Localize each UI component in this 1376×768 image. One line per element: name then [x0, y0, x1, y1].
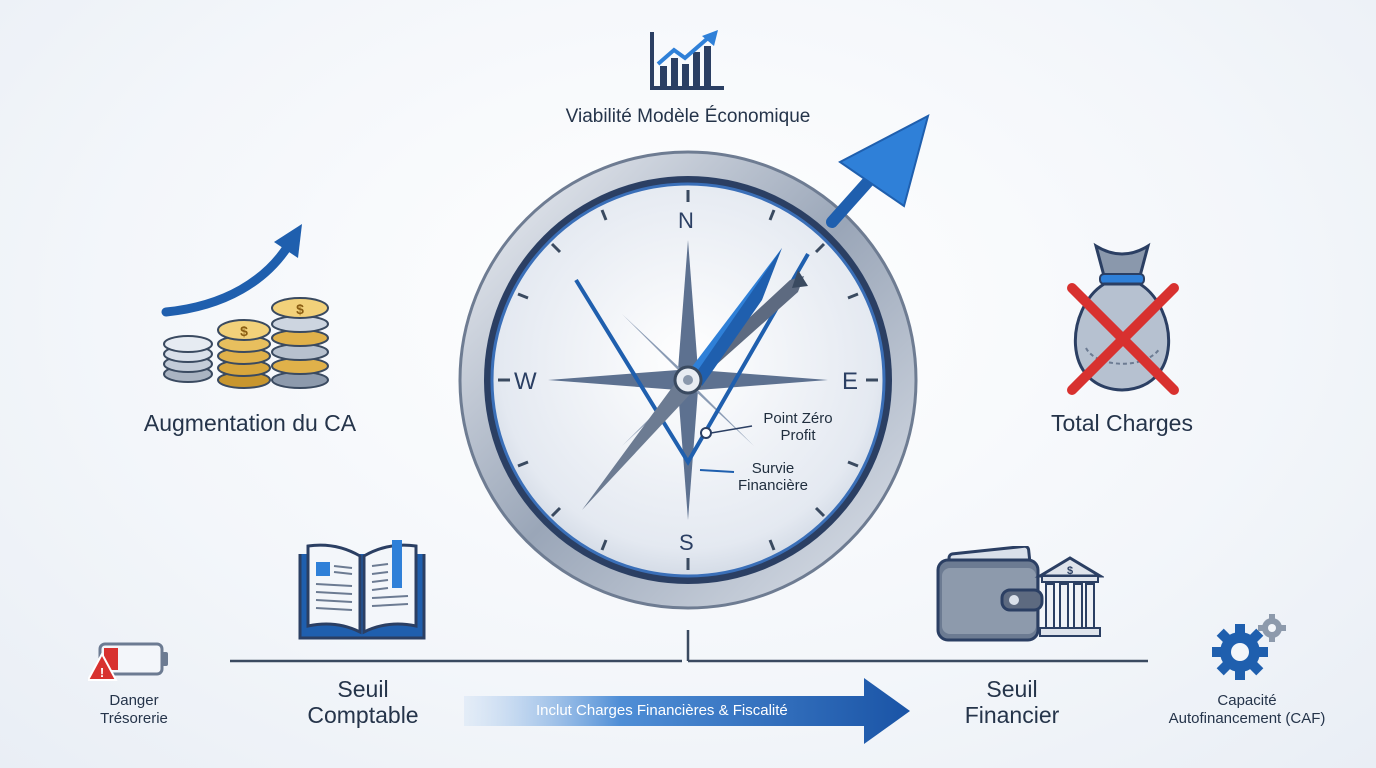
svg-text:$: $	[240, 323, 248, 339]
seuil-financier-label: Seuil Financier	[932, 676, 1092, 728]
survie-line1: Survie	[751, 460, 795, 477]
danger-line2: Trésorerie	[100, 710, 168, 727]
danger-line1: Danger	[109, 692, 159, 709]
seuil-financier-line1: Seuil	[986, 676, 1038, 702]
seuil-comptable-line1: Seuil	[337, 676, 389, 702]
point-zero-profit-label: Point Zéro Profit	[748, 410, 848, 444]
svg-text:$: $	[1067, 565, 1073, 577]
compass-east: E	[842, 368, 859, 395]
svg-text:!: !	[100, 665, 104, 680]
compass-west: W	[514, 368, 537, 395]
survie-line2: Financière	[737, 477, 809, 494]
caf-line1: Capacité	[1217, 692, 1277, 709]
gears-icon	[1210, 612, 1290, 684]
point-zero-line2: Profit	[780, 427, 816, 444]
point-zero-line1: Point Zéro	[763, 410, 833, 427]
compass: N S W E Point Zéro Profit Survie Financi…	[452, 110, 932, 610]
seuil-comptable-label: Seuil Comptable	[280, 676, 446, 728]
danger-tresorerie-label: Danger Trésorerie	[74, 692, 194, 728]
revenue-increase-label: Augmentation du CA	[143, 410, 357, 436]
open-book-icon	[296, 538, 428, 646]
caf-label: Capacité Autofinancement (CAF)	[1140, 692, 1354, 728]
seuil-financier-line2: Financier	[964, 702, 1060, 728]
model-viability-title: Viabilité Modèle Économique	[565, 106, 811, 127]
crossed-money-bag-icon	[1056, 238, 1188, 398]
svg-text:$: $	[296, 301, 304, 317]
growth-chart-icon	[648, 28, 728, 94]
compass-north: N	[678, 208, 694, 233]
seuil-comptable-line2: Comptable	[307, 702, 419, 728]
transition-arrow: Inclut Charges Financières & Fiscalité	[464, 676, 914, 746]
wallet-bank-icon: $	[936, 544, 1106, 646]
compass-south: S	[679, 530, 694, 555]
caf-line2: Autofinancement (CAF)	[1168, 710, 1326, 727]
connector-lines	[0, 600, 1376, 680]
total-charges-label: Total Charges	[1051, 410, 1193, 436]
arrow-caption: Inclut Charges Financières & Fiscalité	[536, 702, 788, 719]
coins-growth-icon: $ $	[156, 220, 336, 400]
survie-financiere-label: Survie Financière	[718, 460, 828, 494]
low-battery-warning-icon: !	[86, 640, 172, 684]
